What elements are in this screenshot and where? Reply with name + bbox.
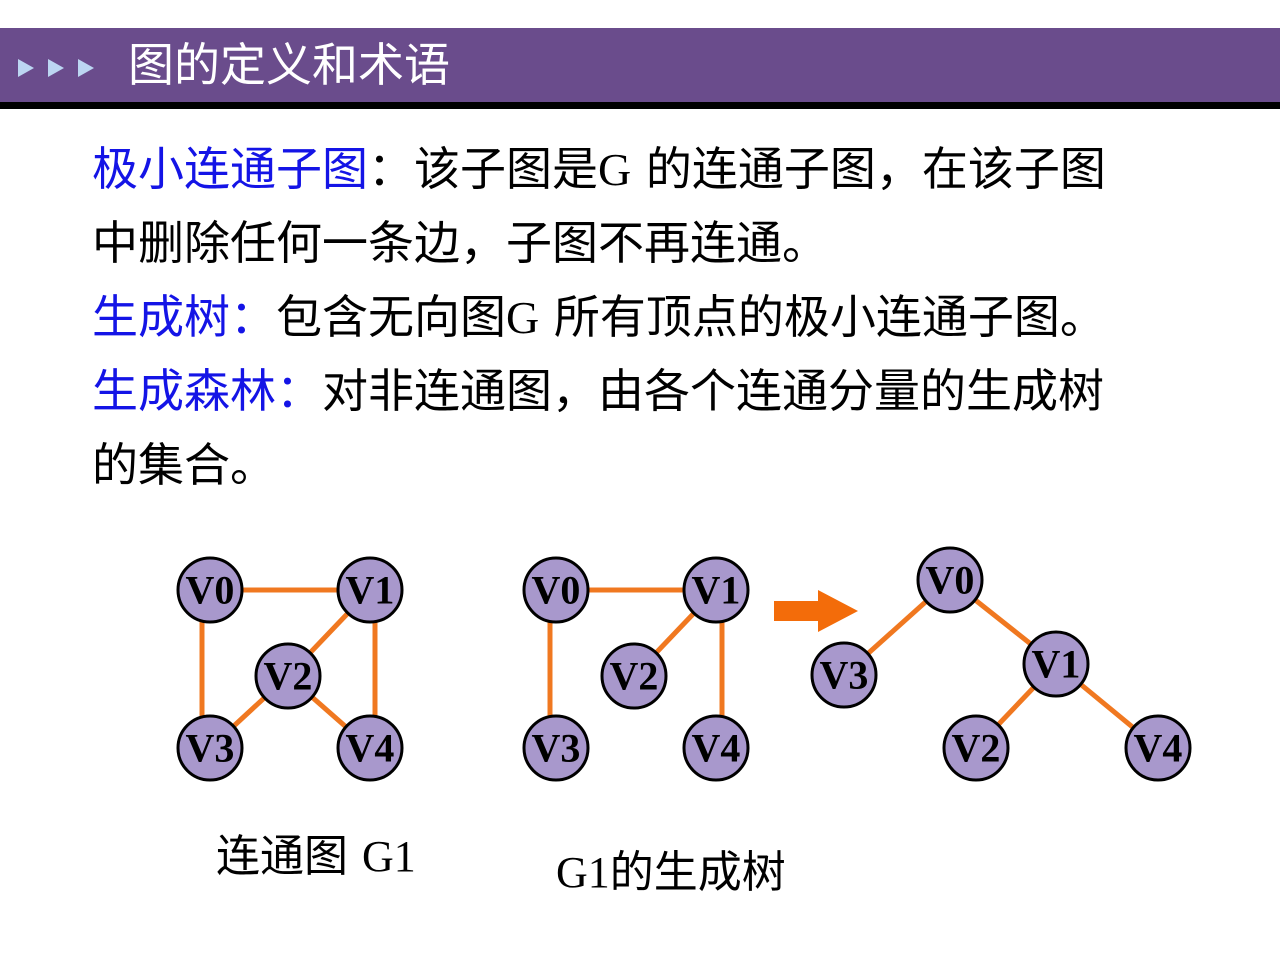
definition-line: 的集合。 bbox=[92, 428, 1212, 502]
graph-node: V2 bbox=[254, 642, 322, 710]
node-label: V1 bbox=[692, 568, 741, 613]
term-spanning-tree: 生成树： bbox=[92, 290, 276, 344]
caption-text: 的生成树 bbox=[609, 847, 786, 898]
node-label: V4 bbox=[1134, 726, 1183, 771]
graph-node: V0 bbox=[916, 546, 984, 614]
graph-node: V4 bbox=[336, 714, 404, 782]
definition-text: 中删除任何一条边，子图不再连通。 bbox=[92, 216, 828, 270]
node-label: V2 bbox=[264, 654, 313, 699]
caption-spanning-tree: G1的生成树 bbox=[556, 836, 786, 900]
definition-text: 的连通子图，在该子图 bbox=[631, 142, 1106, 196]
title-bar bbox=[0, 28, 1280, 102]
definition-text: 包含无向图 bbox=[276, 290, 506, 344]
definition-line: 生成树：包含无向图G 所有顶点的极小连通子图。 bbox=[92, 280, 1212, 354]
node-label: V3 bbox=[186, 726, 235, 771]
graph-spanning-tree: V0 V1 V2 V3 V4 bbox=[522, 556, 750, 782]
term-separator: ： bbox=[368, 142, 414, 196]
graph-node: V4 bbox=[682, 714, 750, 782]
graph-node: V3 bbox=[176, 714, 244, 782]
node-label: V1 bbox=[346, 568, 395, 613]
definition-text: 的集合。 bbox=[92, 438, 276, 492]
caption-symbol: G1 bbox=[362, 832, 416, 881]
node-label: V2 bbox=[952, 726, 1001, 771]
graph-node: V2 bbox=[600, 642, 668, 710]
node-label: V3 bbox=[820, 653, 869, 698]
node-label: V2 bbox=[610, 654, 659, 699]
page-title: 图的定义和术语 bbox=[128, 38, 450, 92]
graph-node: V0 bbox=[176, 556, 244, 624]
graph-node: V4 bbox=[1124, 714, 1192, 782]
triangle-right-icon bbox=[18, 59, 34, 77]
triangle-right-icon bbox=[78, 59, 94, 77]
triangle-right-icon bbox=[48, 59, 64, 77]
definition-line: 生成森林：对非连通图，由各个连通分量的生成树 bbox=[92, 354, 1212, 428]
graph-g1: V0 V1 V2 V3 V4 bbox=[176, 556, 404, 782]
term-minimal-connected-subgraph: 极小连通子图 bbox=[92, 142, 368, 196]
definition-line: 极小连通子图：该子图是G 的连通子图，在该子图 bbox=[92, 132, 1212, 206]
title-bullets bbox=[18, 59, 94, 77]
title-divider bbox=[0, 102, 1280, 109]
definition-text: 所有顶点的极小连通子图。 bbox=[539, 290, 1106, 344]
definition-text: 对非连通图，由各个连通分量的生成树 bbox=[322, 364, 1104, 418]
graph-symbol: G bbox=[598, 144, 632, 195]
node-label: V4 bbox=[346, 726, 395, 771]
term-spanning-forest: 生成森林： bbox=[92, 364, 322, 418]
node-label: V3 bbox=[532, 726, 581, 771]
caption-g1: 连通图 G1 bbox=[216, 820, 416, 884]
graph-node: V3 bbox=[522, 714, 590, 782]
node-label: V0 bbox=[532, 568, 581, 613]
graph-node: V3 bbox=[810, 641, 878, 709]
graph-node: V1 bbox=[682, 556, 750, 624]
graph-node: V1 bbox=[336, 556, 404, 624]
arrow-right-icon bbox=[774, 590, 858, 632]
node-label: V4 bbox=[692, 726, 741, 771]
graph-node: V0 bbox=[522, 556, 590, 624]
graph-symbol: G bbox=[506, 292, 540, 343]
definition-line: 中删除任何一条边，子图不再连通。 bbox=[92, 206, 1212, 280]
node-label: V0 bbox=[926, 558, 975, 603]
graph-node: V2 bbox=[942, 714, 1010, 782]
graph-tree-layout: V0 V1 V3 V2 V4 bbox=[810, 546, 1192, 782]
definitions-body: 极小连通子图：该子图是G 的连通子图，在该子图 中删除任何一条边，子图不再连通。… bbox=[92, 132, 1212, 502]
graph-node: V1 bbox=[1022, 630, 1090, 698]
node-label: V0 bbox=[186, 568, 235, 613]
caption-text: 连通图 bbox=[216, 831, 362, 882]
caption-symbol: G1 bbox=[556, 848, 610, 897]
node-label: V1 bbox=[1032, 642, 1081, 687]
definition-text: 该子图是 bbox=[414, 142, 598, 196]
